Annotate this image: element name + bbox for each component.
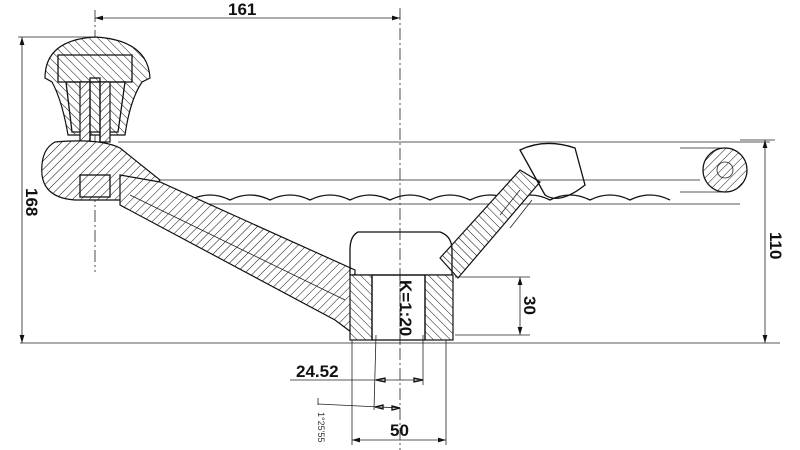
hub-bore-section-right	[424, 274, 454, 341]
rim-grip-profile	[149, 194, 671, 201]
dim-168: 168	[22, 188, 41, 216]
dim-30: 30	[520, 296, 539, 315]
knob	[44, 36, 151, 136]
hub-bore-section-left	[349, 274, 373, 341]
left-spoke	[119, 174, 356, 337]
right-spoke-sleeve	[519, 142, 586, 199]
dim-24-52: 24.52	[296, 362, 339, 381]
taper-angle: 1°25'55	[316, 412, 326, 442]
rim-section	[702, 147, 748, 193]
hub	[349, 231, 453, 276]
right-spoke	[439, 169, 541, 279]
dim-161: 161	[228, 0, 256, 19]
dim-110: 110	[766, 232, 785, 259]
dim-50: 50	[390, 421, 409, 440]
taper-label: K=1:20	[396, 280, 415, 336]
